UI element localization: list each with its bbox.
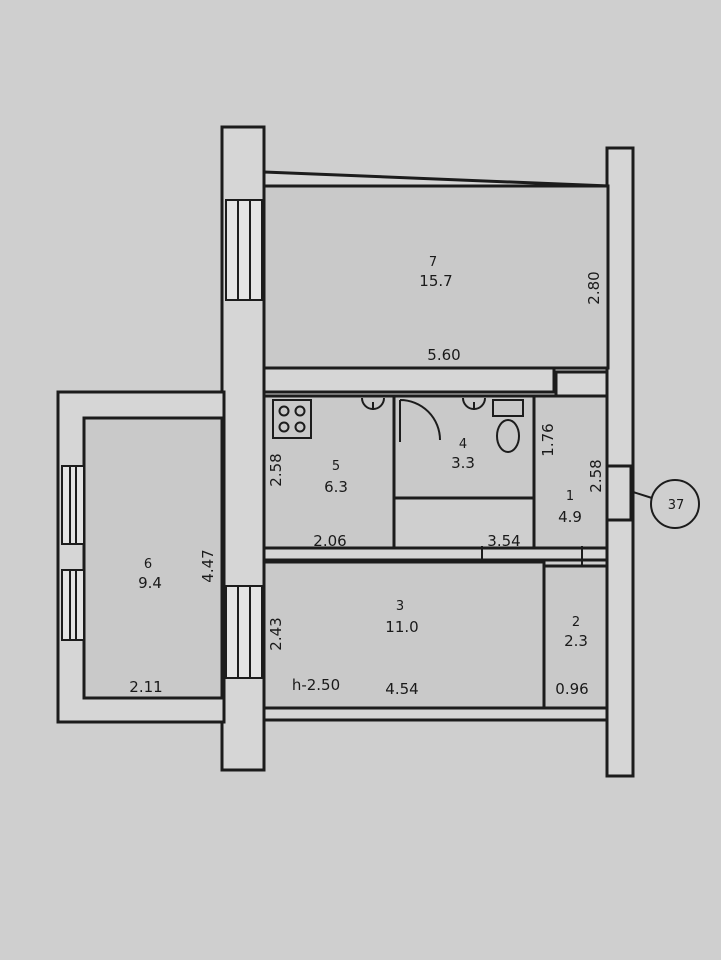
partition-wall-stub (554, 370, 609, 398)
dim-hall-depth: 2.58 (587, 459, 605, 492)
room-7-number: 7 (429, 255, 437, 270)
dim-room3-depth: 2.43 (267, 617, 285, 650)
room-2-area: 2.3 (564, 632, 588, 650)
room-1-area: 4.9 (558, 508, 582, 526)
room-3-area: 11.0 (385, 618, 418, 636)
door-swing-icon (399, 399, 441, 442)
room-1-number: 1 (566, 489, 574, 504)
washbasin-icon (462, 397, 486, 410)
room-5-number: 5 (332, 459, 340, 474)
stove-icon (272, 399, 312, 439)
dim-room7-width: 5.60 (427, 346, 460, 364)
right-outer-wall (605, 146, 635, 778)
dim-corridor-width: 3.54 (487, 532, 520, 550)
room-5-area: 6.3 (324, 478, 348, 496)
dim-room3-width: 4.54 (385, 680, 418, 698)
dim-room6-depth: 4.47 (199, 549, 217, 582)
dim-kitchen-width: 2.06 (313, 532, 346, 550)
room-6 (82, 416, 224, 700)
marker-leader (632, 491, 653, 499)
dim-room7-depth: 2.80 (585, 271, 603, 304)
room-4-number: 4 (459, 437, 467, 452)
room-2-number: 2 (572, 615, 580, 630)
sink-icon (361, 397, 385, 410)
window-room-3 (225, 585, 263, 679)
room-7-area: 15.7 (419, 272, 452, 290)
room-7 (262, 184, 610, 370)
room-4-area: 3.3 (451, 454, 475, 472)
window-room-6 (61, 465, 85, 641)
room-6-area: 9.4 (138, 574, 162, 592)
room-5-kitchen (262, 394, 396, 550)
toilet-icon (492, 399, 524, 453)
dim-ceiling-height: h-2.50 (292, 676, 340, 694)
dim-closet-width: 0.96 (555, 680, 588, 698)
entrance-niche (605, 464, 633, 522)
dim-kitchen-depth: 2.58 (267, 453, 285, 486)
room-6-number: 6 (144, 557, 152, 572)
room-4-bathroom (392, 394, 536, 500)
marker-label: 37 (668, 498, 685, 513)
dim-bath-depth: 1.76 (539, 423, 557, 456)
partition-wall (262, 366, 556, 394)
window-room-7 (225, 199, 263, 301)
room-3-number: 3 (396, 599, 404, 614)
room-3 (262, 560, 546, 710)
bottom-outer-wall (262, 706, 609, 722)
corridor-wall (262, 546, 609, 562)
apartment-marker (650, 479, 700, 529)
dim-room6-width: 2.11 (129, 678, 162, 696)
room-1-hall (532, 394, 609, 554)
